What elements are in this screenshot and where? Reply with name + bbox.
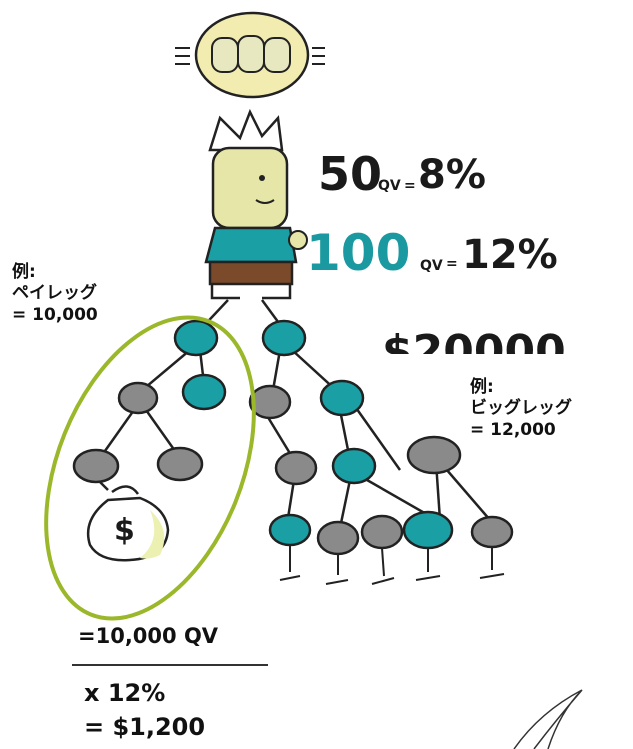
example-left-line-1: 例: (12, 262, 36, 282)
result-label: = $1,200 (84, 713, 206, 741)
partial-amount: $20000 (382, 326, 566, 377)
team-circle-icon (175, 11, 325, 99)
calculation-divider (72, 664, 268, 666)
handwritten-tier-2: 100 QV = 12% (306, 224, 558, 282)
tier2-unit: QV (420, 258, 443, 274)
node (360, 514, 404, 550)
example-right-line-3: = 12,000 (470, 419, 556, 440)
handwritten-tier-1: 50 QV = 8% (318, 147, 486, 201)
pay-leg-example-label: 例: ペイレッグ = 10,000 (12, 262, 98, 326)
tier1-pct: 8% (418, 152, 486, 198)
node (268, 513, 312, 547)
node (406, 435, 462, 475)
node (402, 510, 454, 550)
node (248, 384, 292, 420)
tree-nodes (72, 319, 514, 556)
node (117, 381, 159, 415)
node (331, 447, 377, 485)
node (470, 515, 514, 549)
tier2-pct: 12% (462, 232, 558, 278)
qv-total-label: =10,000 QV (78, 624, 219, 648)
node (173, 319, 219, 357)
big-leg-example-label: 例: ビッグレッグ = 12,000 (470, 377, 572, 441)
multiplier-label: x 12% (84, 679, 166, 707)
svg-text:$: $ (114, 513, 135, 548)
example-left-line-3: = 10,000 (12, 304, 98, 325)
example-right-line-2: ビッグレッグ (470, 398, 572, 419)
node (319, 379, 365, 417)
node (316, 520, 360, 556)
example-left-line-2: ペイレッグ (12, 283, 97, 304)
bottom-stems (279, 546, 505, 585)
svg-text:=: = (446, 256, 458, 272)
node (156, 446, 204, 482)
example-right-line-1: 例: (470, 377, 494, 397)
tier2-qv: 100 (306, 224, 410, 282)
node (274, 450, 318, 486)
node (181, 373, 227, 411)
tier1-unit: QV (378, 178, 401, 194)
money-bag-icon: $ (86, 485, 170, 562)
scribble-decoration (513, 689, 583, 749)
pay-leg-highlight (44, 315, 256, 621)
handwritten-partial-amount: $20000 (382, 326, 566, 377)
tier1-qv: 50 (318, 147, 382, 201)
node (261, 319, 307, 357)
mascot-figure (204, 108, 308, 300)
node (72, 448, 120, 484)
svg-text:=: = (404, 178, 416, 194)
